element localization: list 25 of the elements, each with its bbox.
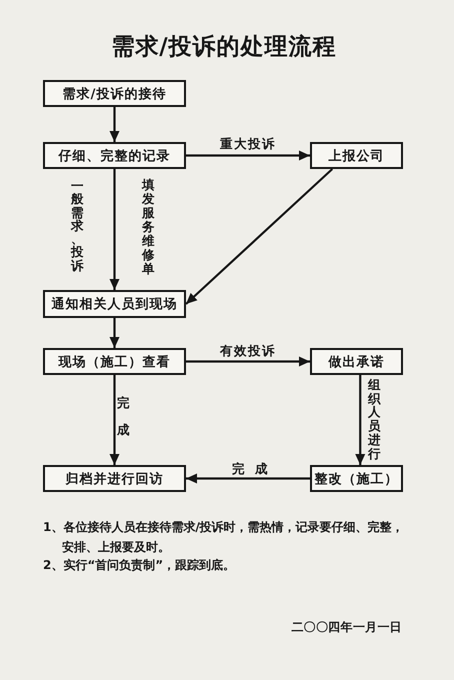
title: 需求/投诉的处理流程 [110,33,338,62]
arrow [186,474,310,484]
side-label: 填发服务维修单 [142,178,155,276]
process-box: 整改（施工） [310,465,403,492]
edge-label: 有效投诉 [220,343,276,358]
arrow [110,375,120,465]
arrow [355,375,366,465]
process-box: 需求/投诉的接待 [43,80,186,107]
note-text: 1、各位接待人员在接待需求/投诉时，需热情，记录要仔细、完整，安排、上报要及时。 [43,519,405,556]
arrow [110,169,120,290]
arrow [110,318,120,348]
arrow [186,150,310,160]
process-box: 归档并进行回访 [43,465,186,492]
edge-label: 组织人员进行 [368,378,381,460]
process-box: 仔细、完整的记录 [43,142,186,169]
date-text: 二〇〇四年一月一日 [290,619,402,636]
process-box: 通知相关人员到现场 [43,290,186,318]
arrow [186,356,310,366]
process-box: 现场（施工）查看 [43,348,186,375]
process-box: 上报公司 [310,142,403,169]
process-box: 做出承诺 [310,348,403,375]
arrow [110,107,120,142]
edge-label: 重大投诉 [220,136,276,151]
note-text: 2、实行“首问负责制”，跟踪到底。 [43,557,236,574]
arrow [185,168,334,305]
